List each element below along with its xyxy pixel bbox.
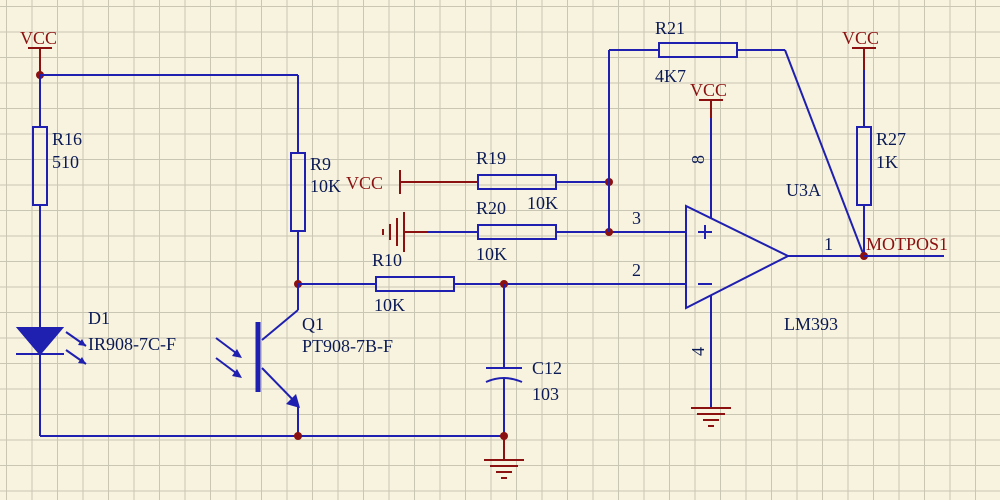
vcc-label: VCC bbox=[20, 28, 57, 48]
r10-resistor bbox=[375, 276, 455, 292]
c12-value: 103 bbox=[532, 384, 559, 404]
net-label-motpos1: MOTPOS1 bbox=[866, 234, 948, 254]
motpos1-net: MOTPOS1 bbox=[860, 234, 948, 260]
pin-1-label: 1 bbox=[824, 234, 833, 254]
r20-resistor-group: R20 10K bbox=[428, 198, 686, 264]
ground-symbol-opamp bbox=[691, 407, 731, 427]
d1-ref: D1 bbox=[88, 308, 110, 328]
u3a-comparator: U3A LM393 3 2 1 8 4 bbox=[632, 118, 864, 408]
pin-3-label: 3 bbox=[632, 208, 641, 228]
c12-ref: C12 bbox=[532, 358, 562, 378]
light-arrows-icon bbox=[215, 337, 242, 378]
q1-phototransistor: Q1 PT908-7B-F bbox=[215, 280, 393, 436]
r19-value: 10K bbox=[527, 193, 558, 213]
r21-resistor bbox=[658, 42, 738, 58]
r27-resistor-group: R27 1K bbox=[856, 70, 906, 256]
vcc-symbol-left: VCC bbox=[20, 28, 57, 79]
r10-resistor-group: R10 10K bbox=[298, 250, 686, 315]
c12-capacitor: C12 103 bbox=[485, 284, 562, 436]
r27-ref: R27 bbox=[876, 129, 906, 149]
vcc-label: VCC bbox=[842, 28, 879, 48]
ground-symbol bbox=[484, 436, 524, 479]
r10-ref: R10 bbox=[372, 250, 402, 270]
d1-value: IR908-7C-F bbox=[88, 334, 176, 354]
r10-value: 10K bbox=[374, 295, 405, 315]
u3a-ref: U3A bbox=[786, 180, 821, 200]
q1-value: PT908-7B-F bbox=[302, 336, 393, 356]
emission-arrows-icon bbox=[65, 331, 87, 365]
r16-ref: R16 bbox=[52, 129, 82, 149]
vcc-label: VCC bbox=[346, 173, 383, 193]
r9-branch: R9 10K bbox=[290, 75, 341, 284]
pin-4-label: 4 bbox=[688, 347, 708, 356]
vcc-label: VCC bbox=[690, 80, 727, 100]
r16-resistor bbox=[32, 126, 48, 206]
r27-value: 1K bbox=[876, 152, 898, 172]
r16-value: 510 bbox=[52, 152, 79, 172]
r20-value: 10K bbox=[476, 244, 507, 264]
q1-ref: Q1 bbox=[302, 314, 324, 334]
vcc-symbol-opamp: VCC bbox=[690, 80, 727, 118]
r20-resistor bbox=[477, 224, 557, 240]
r16-branch: R16 510 bbox=[32, 75, 82, 328]
r21-ref: R21 bbox=[655, 18, 685, 38]
r21-resistor-group: R21 4K7 bbox=[609, 18, 865, 257]
vcc-symbol-r19: VCC bbox=[346, 170, 422, 194]
pin-2-label: 2 bbox=[632, 260, 641, 280]
r9-value: 10K bbox=[310, 176, 341, 196]
d1-ir-led: D1 IR908-7C-F bbox=[15, 308, 176, 436]
vcc-symbol-right: VCC bbox=[842, 28, 879, 70]
r27-resistor bbox=[856, 126, 872, 206]
u3a-value: LM393 bbox=[784, 314, 838, 334]
r19-resistor bbox=[477, 174, 557, 190]
r19-resistor-group: R19 10K bbox=[422, 148, 613, 213]
pin-8-label: 8 bbox=[688, 155, 708, 164]
r19-ref: R19 bbox=[476, 148, 506, 168]
r9-ref: R9 bbox=[310, 154, 331, 174]
r21-value: 4K7 bbox=[655, 66, 686, 86]
ground-symbol-r20 bbox=[382, 212, 428, 252]
r20-ref: R20 bbox=[476, 198, 506, 218]
r9-resistor bbox=[290, 152, 306, 232]
